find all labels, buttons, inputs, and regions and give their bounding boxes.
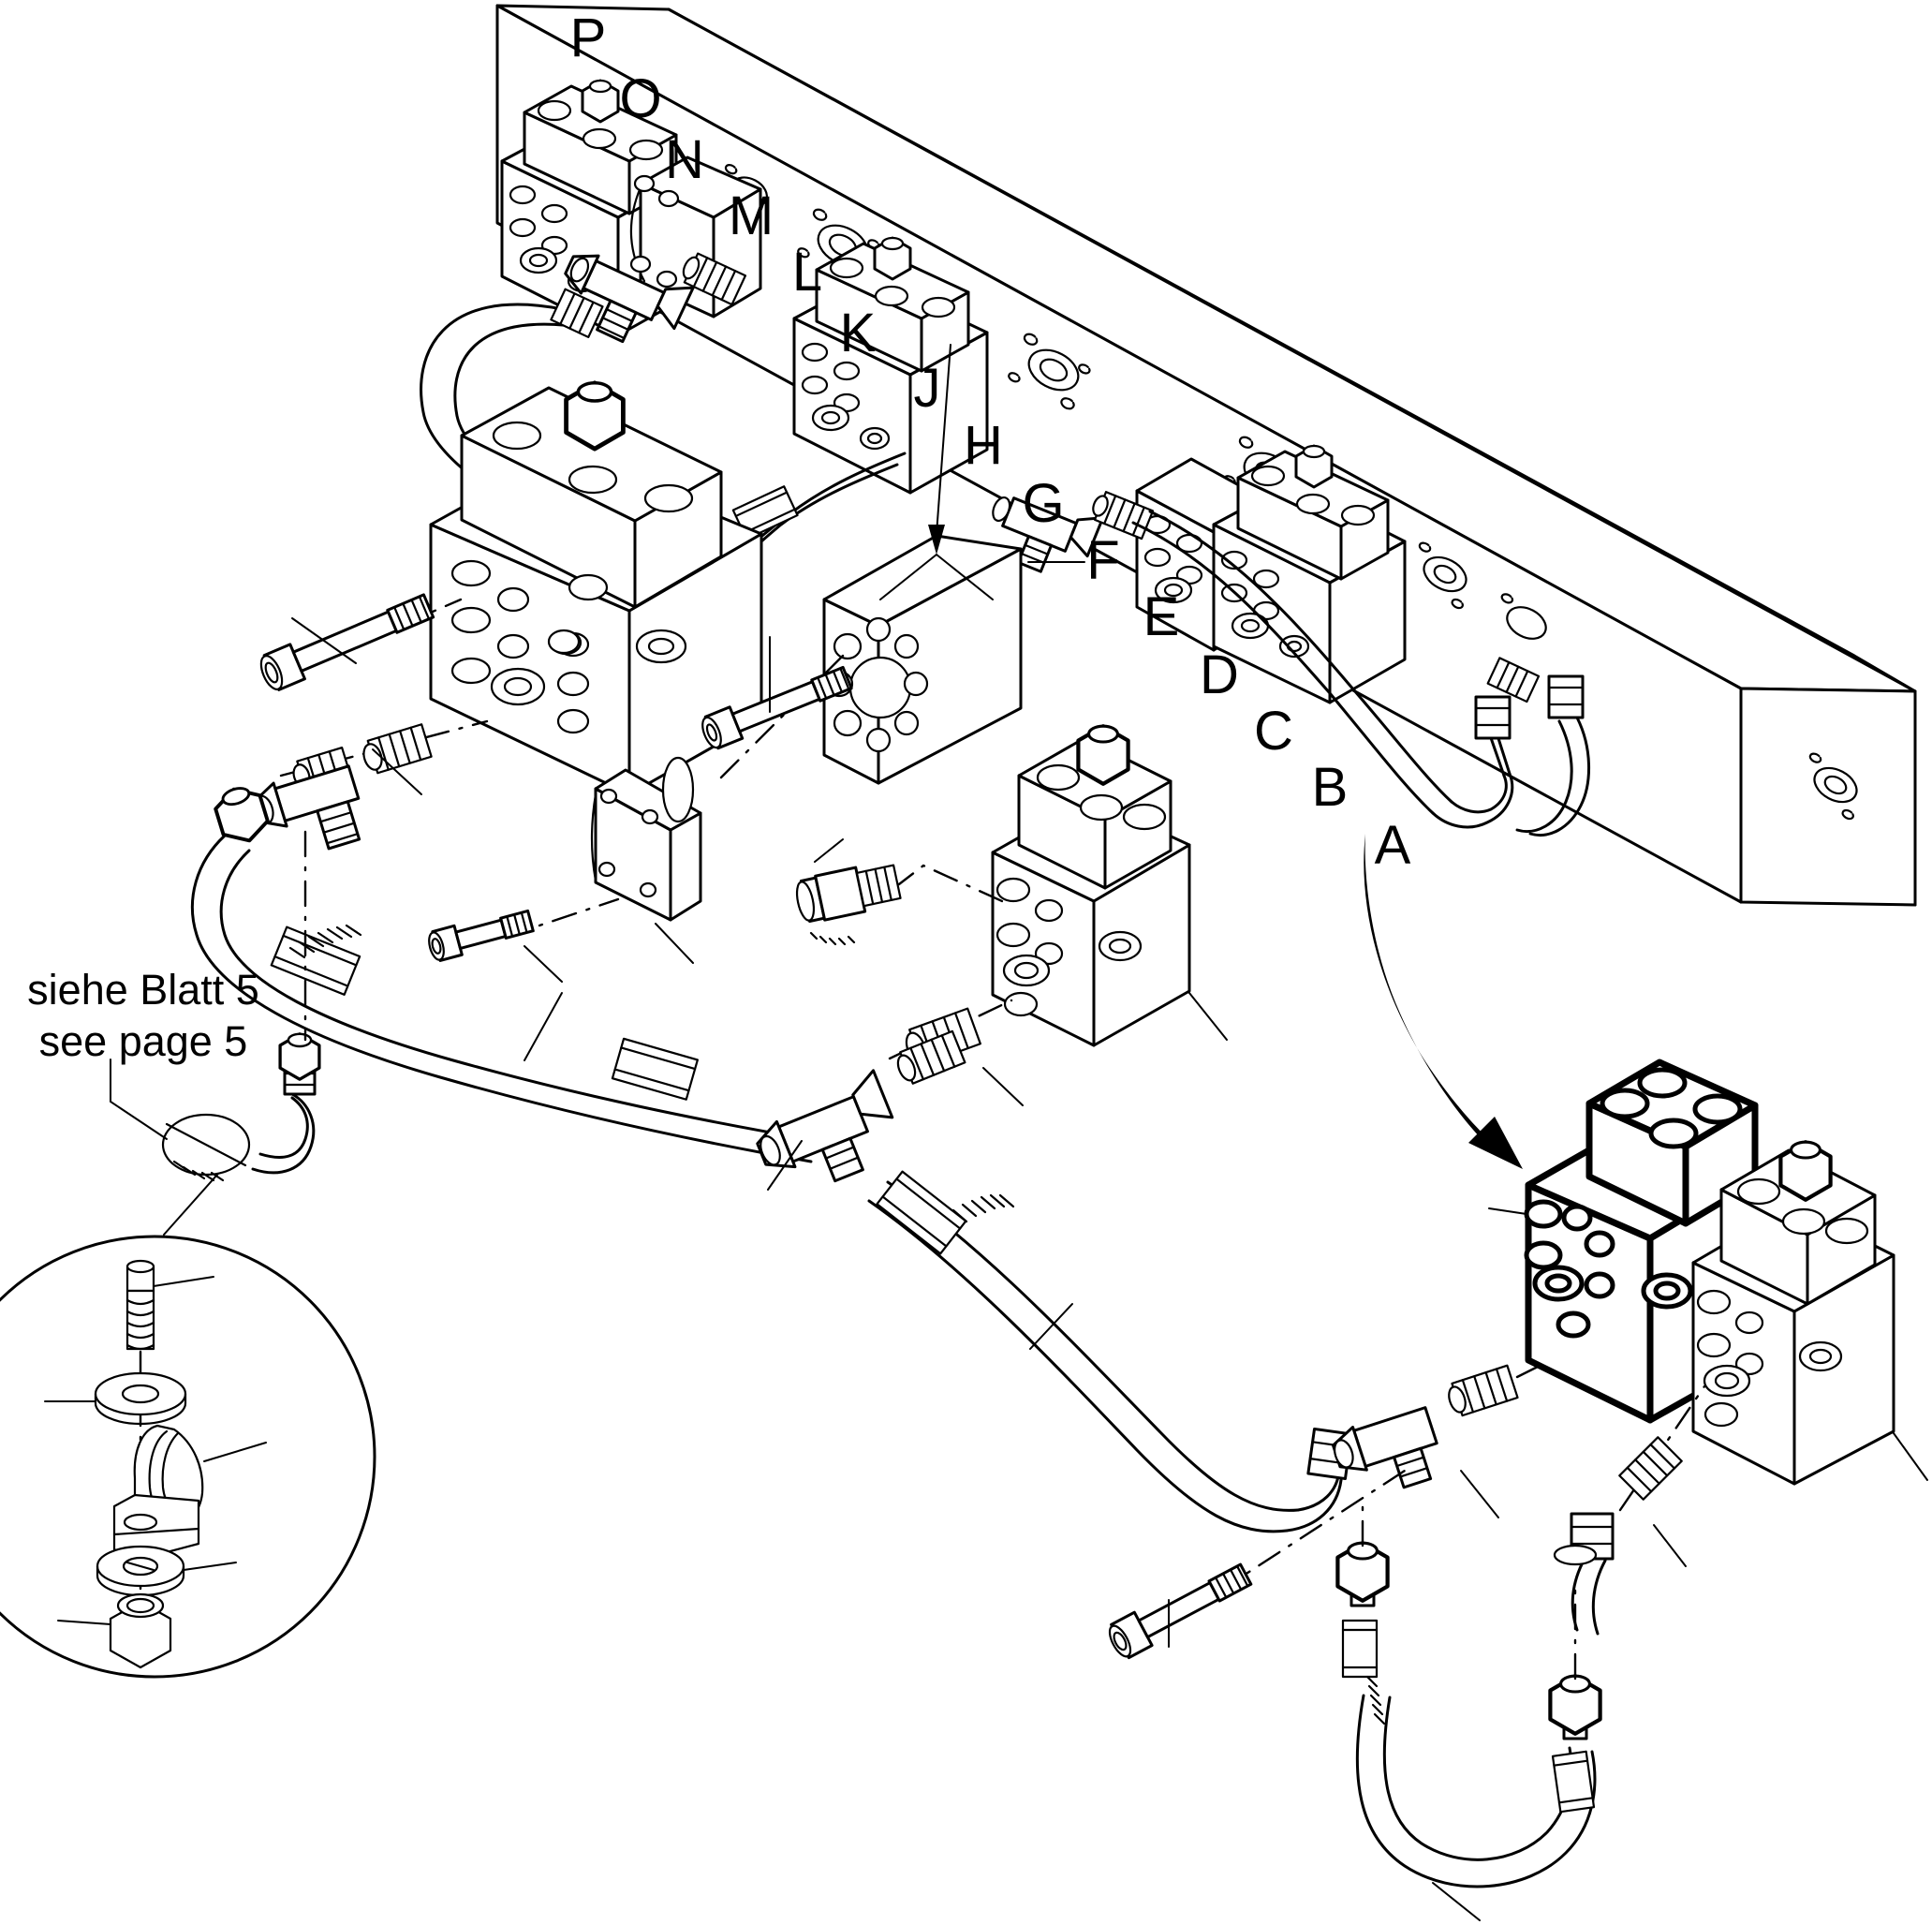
o-ring-center — [661, 756, 695, 823]
bolt-bottom-center — [1108, 1469, 1407, 1660]
detail-enlargement-arrow — [1364, 834, 1523, 1169]
tee-fitting-center — [756, 1029, 966, 1191]
port-label-D: D — [1200, 644, 1239, 705]
port-label-H: H — [964, 415, 1003, 476]
hose-braid-mark-left — [288, 924, 362, 959]
manifold-bar — [495, 4, 1917, 907]
valve-block-center-lower — [991, 726, 1228, 1047]
part-location-arrow — [879, 344, 994, 600]
page-reference-de: siehe Blatt 5 — [27, 966, 259, 1014]
valve-block-manifold-right-b — [1212, 444, 1407, 704]
tee-fitting-mid — [992, 491, 1155, 573]
port-label-O: O — [619, 68, 661, 129]
page-reference-en: see page 5 — [38, 1016, 248, 1065]
adapter-lower-right — [1570, 1385, 1706, 1636]
port-label-P: P — [570, 7, 607, 68]
detail-washer-lower — [96, 1545, 237, 1597]
valve-block-manifold-mid — [792, 236, 989, 495]
cover-plate-center — [590, 768, 702, 922]
bolt-upper-left — [259, 593, 463, 691]
hose-main-center — [867, 1170, 1353, 1533]
valve-block-lower-right — [1691, 1142, 1928, 1486]
port-label-J: J — [914, 358, 941, 419]
bolt-cover-plate — [428, 897, 694, 983]
tee-fitting-bottom — [1332, 1338, 1594, 1518]
bolt-center — [701, 636, 853, 779]
hose-clamp-on-line — [110, 1032, 321, 1182]
port-label-A: A — [1375, 815, 1411, 876]
port-label-C: C — [1254, 701, 1293, 762]
tee-fitting-top-left — [564, 252, 747, 344]
port-label-G: G — [1022, 473, 1064, 534]
detail-bolt — [125, 1259, 214, 1351]
clamp-assembly-detail — [0, 1165, 376, 1679]
hose-right-loop — [1131, 510, 1591, 837]
hose-main-left — [190, 834, 820, 1163]
port-label-F: F — [1086, 530, 1119, 591]
port-label-L: L — [792, 242, 822, 303]
valve-block-center — [822, 534, 1085, 785]
port-label-N: N — [665, 129, 704, 190]
port-label-K: K — [840, 303, 877, 363]
page-reference-note: siehe Blatt 5 see page 5 — [17, 965, 270, 1068]
port-label-B: B — [1312, 757, 1349, 818]
port-label-E: E — [1143, 586, 1180, 647]
tee-fitting-left — [210, 764, 361, 851]
detail-washer-upper — [44, 1371, 187, 1426]
adapter-center-lower-upper — [795, 838, 1004, 946]
detail-lock-nut — [57, 1592, 172, 1669]
hose-bottom-u — [1337, 1497, 1600, 1921]
port-label-M: M — [729, 185, 774, 246]
